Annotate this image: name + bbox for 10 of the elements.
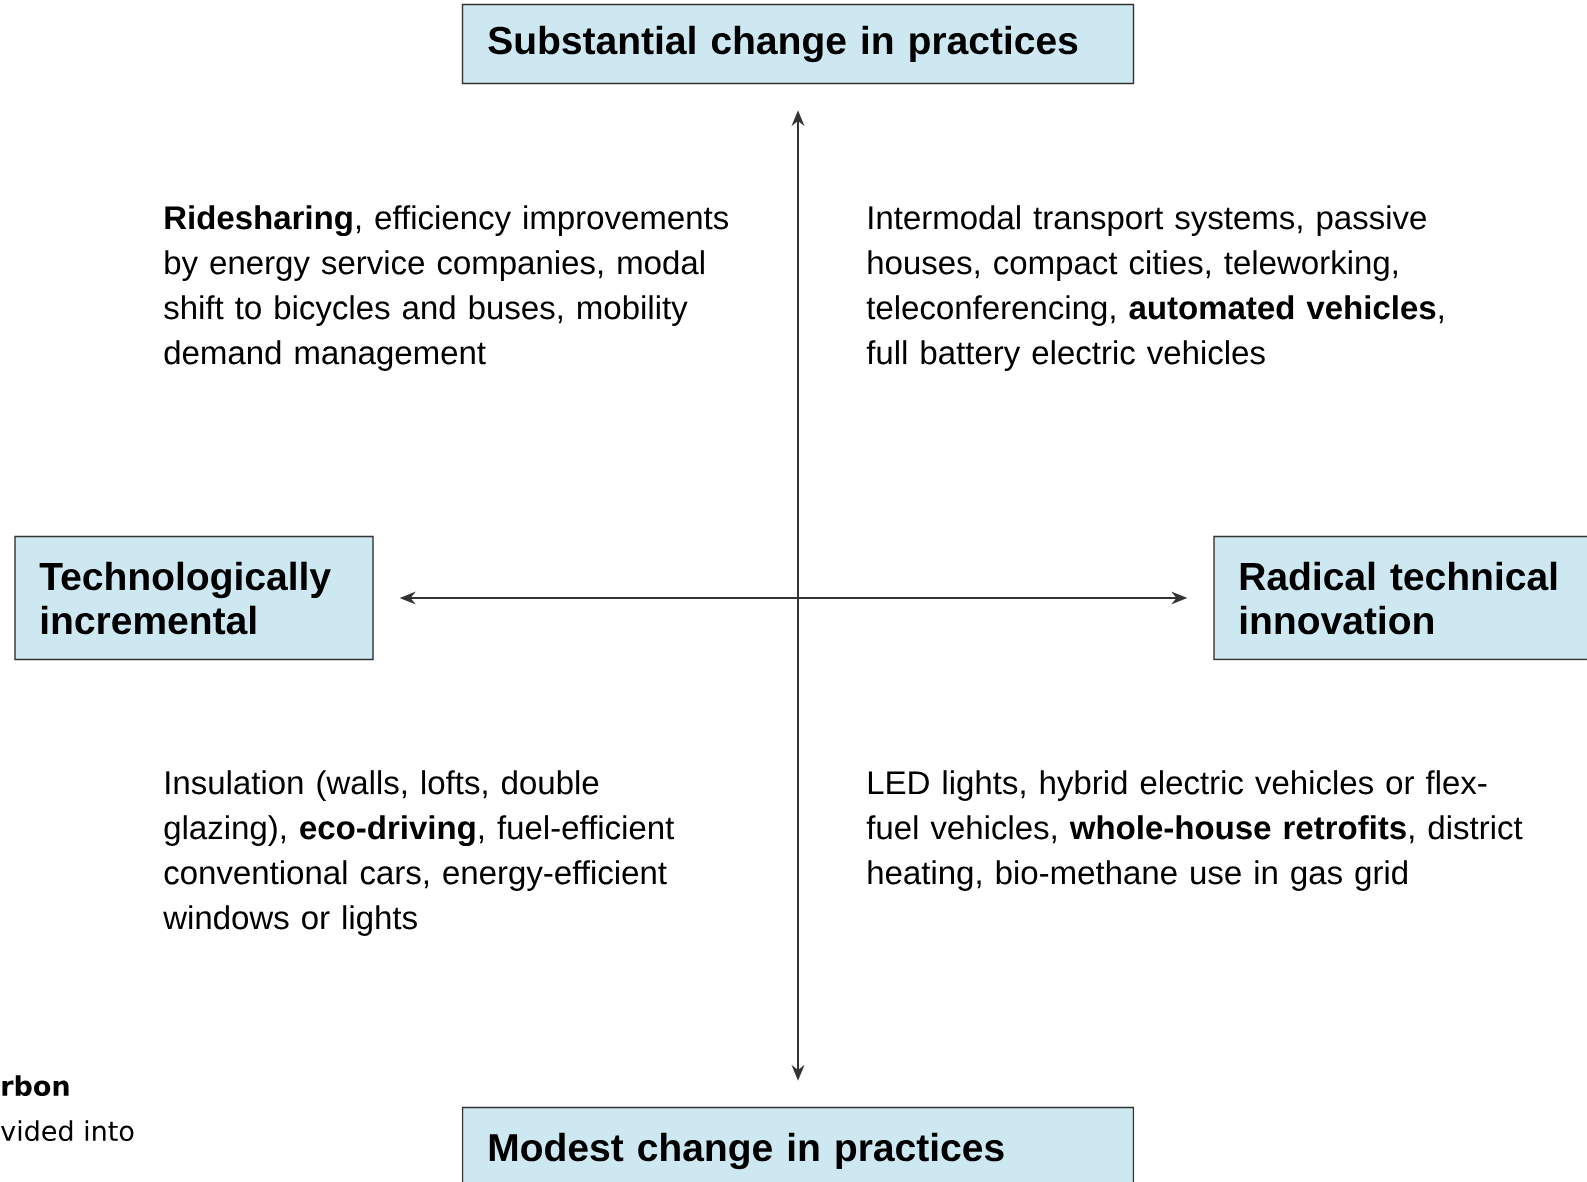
category-box: Radical technical innovation (1213, 535, 1587, 661)
category-box: Modest change in practices (461, 1106, 1135, 1182)
quadrant-text: Insulation (walls, lofts, double glazing), eco-driving, fuel-efficient conventional cars, energy-efficient windows or lights (163, 770, 675, 936)
category-box: Technologically incremental (14, 535, 374, 661)
quadrant-text: LED lights, hybrid electric vehicles or flex-fuel vehicles, whole-house retrofits, district heating, bio-methane use in gas grid (866, 770, 1523, 891)
caption-fragment: rbon (2, 1075, 69, 1097)
quadrant-text: Intermodal transport systems, passive houses, compact cities, teleworking, teleconferencing, automated vehicles, full battery electric vehicles (866, 205, 1443, 371)
quadrant-text: Ridesharing, efficiency improvements by energy service companies, modal shift to bicycles and buses, mobility demand management (164, 205, 728, 371)
caption-fragment: vided into (1, 1120, 134, 1142)
category-box: Substantial change in practices (461, 3, 1135, 85)
